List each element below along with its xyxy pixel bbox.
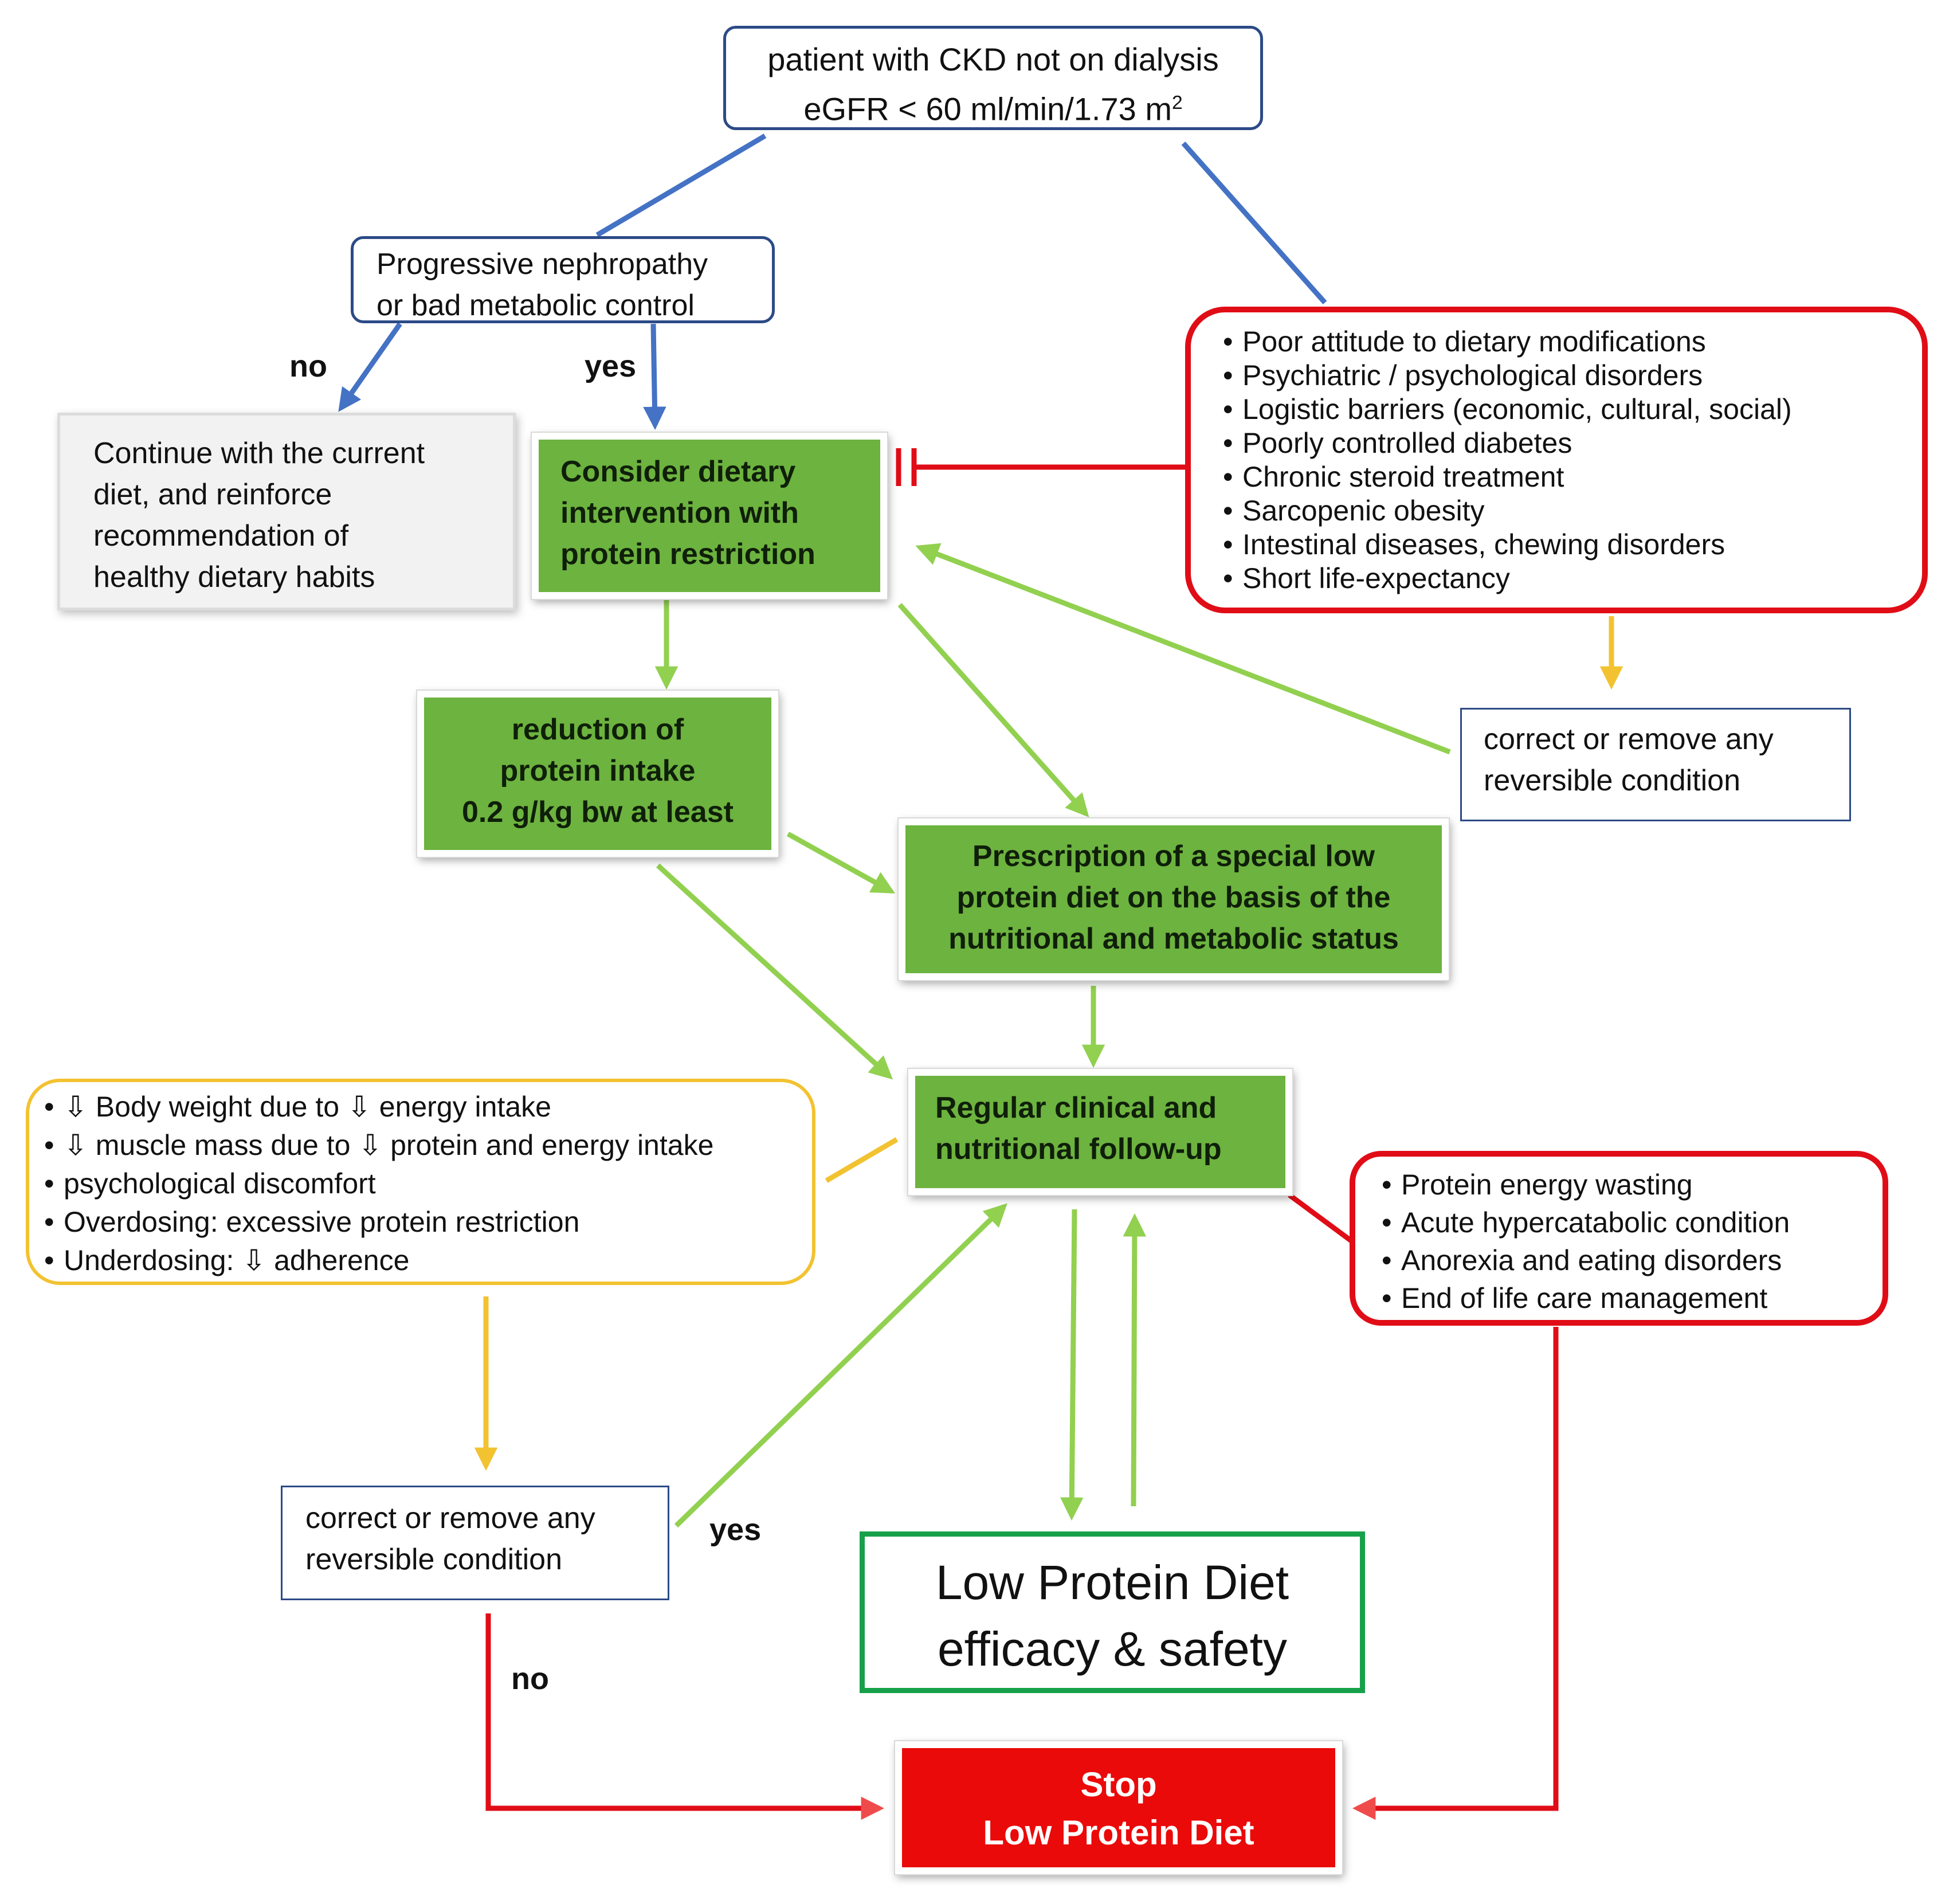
arrow-reduction-to-prescription: [786, 832, 896, 894]
barrier-item: Sarcopenic obesity: [1218, 494, 1922, 528]
followup-box: Regular clinical and nutritional follow-…: [907, 1068, 1293, 1196]
lpd-line-1: Low Protein Diet: [935, 1556, 1289, 1609]
problems-list: ⇩ Body weight due to ⇩ energy intake ⇩ m…: [40, 1088, 812, 1280]
continue-line-2: diet, and reinforce: [93, 478, 332, 511]
barrier-item: Intestinal diseases, chewing disorders: [1218, 528, 1922, 562]
start-box: patient with CKD not on dialysis eGFR < …: [723, 26, 1263, 130]
barrier-item: Poorly controlled diabetes: [1218, 426, 1922, 460]
continue-diet-box: Continue with the current diet, and rein…: [57, 413, 516, 610]
arrow-lpd-to-followup: [1123, 1213, 1147, 1507]
problem-item: ⇩ Body weight due to ⇩ energy intake: [40, 1088, 812, 1126]
continue-line-4: healthy dietary habits: [93, 561, 375, 594]
barrier-item: Poor attitude to dietary modifications: [1218, 325, 1922, 359]
barrier-item: Logistic barriers (economic, cultural, s…: [1218, 393, 1922, 426]
connector-start-to-barriers: [1181, 142, 1327, 304]
arrow-reduction-to-followup: [656, 863, 893, 1080]
wasting-item: End of life care management: [1377, 1279, 1883, 1317]
barriers-box: Poor attitude to dietary modifications P…: [1185, 307, 1928, 613]
connector-followup-to-wasting: [1288, 1193, 1353, 1243]
reduction-line-3: 0.2 g/kg bw at least: [462, 796, 734, 829]
start-egfr-sup: 2: [1171, 92, 1183, 113]
consider-line-3: protein restriction: [560, 538, 815, 571]
start-egfr: eGFR < 60 ml/min/1.73 m: [803, 91, 1172, 127]
correct-top-box: correct or remove any reversible conditi…: [1460, 708, 1851, 821]
arrow-followup-to-lpd: [1060, 1209, 1084, 1521]
lpd-line-2: efficacy & safety: [937, 1622, 1288, 1676]
lpd-outcome-box: Low Protein Diet efficacy & safety: [860, 1531, 1365, 1693]
connector-start-to-progressive: [595, 134, 767, 237]
label-no-bottom: no: [511, 1662, 549, 1696]
barrier-item: Psychiatric / psychological disorders: [1218, 359, 1922, 393]
consider-box: Consider dietary intervention with prote…: [531, 432, 888, 600]
wasting-list: Protein energy wasting Acute hypercatabo…: [1377, 1166, 1883, 1317]
problems-box: ⇩ Body weight due to ⇩ energy intake ⇩ m…: [26, 1079, 815, 1285]
progressive-box: Progressive nephropathy or bad metabolic…: [351, 236, 775, 323]
start-line-1: patient with CKD not on dialysis: [767, 41, 1219, 77]
followup-line-1: Regular clinical and: [935, 1091, 1217, 1125]
arrow-correct-to-consider: [915, 543, 1451, 755]
progressive-line-1: Progressive nephropathy: [377, 248, 708, 281]
progressive-line-2: or bad metabolic control: [377, 289, 695, 322]
arrow-consider-to-prescription: [897, 603, 1089, 818]
consider-line-1: Consider dietary: [560, 455, 796, 488]
prescription-box: Prescription of a special low protein di…: [897, 817, 1450, 981]
label-yes-bottom: yes: [709, 1513, 762, 1547]
wasting-item: Protein energy wasting: [1377, 1166, 1883, 1204]
arrow-wasting-to-stop: [1352, 1327, 1559, 1820]
prescription-line-1: Prescription of a special low: [972, 840, 1375, 873]
reduction-box: reduction of protein intake 0.2 g/kg bw …: [416, 689, 779, 858]
arrow-progressive-no: [338, 322, 402, 412]
label-yes-top: yes: [585, 349, 637, 383]
stop-box: Stop Low Protein Diet: [894, 1740, 1343, 1875]
continue-line-3: recommendation of: [93, 519, 349, 553]
followup-line-2: nutritional follow-up: [935, 1133, 1222, 1166]
arrow-correct-no-to-stop: [485, 1613, 885, 1820]
connector-followup-to-problems: [825, 1137, 899, 1183]
correct-top-line-2: reversible condition: [1484, 764, 1741, 797]
start-line-2: eGFR < 60 ml/min/1.73 m2: [726, 81, 1260, 131]
problem-item: Overdosing: excessive protein restrictio…: [40, 1203, 812, 1241]
stop-line-1: Stop: [1080, 1765, 1157, 1804]
problem-item: psychological discomfort: [40, 1165, 812, 1203]
prescription-line-2: protein diet on the basis of the: [956, 881, 1391, 914]
correct-bottom-line-1: correct or remove any: [305, 1502, 595, 1535]
arrow-progressive-yes: [643, 323, 666, 430]
correct-bottom-line-2: reversible condition: [305, 1543, 563, 1576]
problem-item: Underdosing: ⇩ adherence: [40, 1241, 812, 1280]
problem-item: ⇩ muscle mass due to ⇩ protein and energ…: [40, 1126, 812, 1165]
correct-bottom-box: correct or remove any reversible conditi…: [281, 1486, 669, 1600]
barrier-item: Short life-expectancy: [1218, 562, 1922, 596]
prescription-line-3: nutritional and metabolic status: [948, 922, 1399, 955]
barrier-item: Chronic steroid treatment: [1218, 460, 1922, 494]
wasting-item: Acute hypercatabolic condition: [1377, 1204, 1883, 1241]
reduction-line-2: protein intake: [500, 754, 696, 788]
reduction-line-1: reduction of: [511, 713, 684, 746]
wasting-box: Protein energy wasting Acute hypercatabo…: [1350, 1151, 1888, 1326]
correct-top-line-1: correct or remove any: [1484, 723, 1774, 756]
consider-line-2: intervention with: [560, 496, 799, 530]
arrow-correct-yes-to-followup: [674, 1203, 1007, 1528]
continue-line-1: Continue with the current: [93, 437, 425, 470]
label-no-top: no: [289, 349, 327, 383]
stop-line-2: Low Protein Diet: [983, 1813, 1254, 1852]
barriers-list: Poor attitude to dietary modifications P…: [1218, 325, 1922, 596]
wasting-item: Anorexia and eating disorders: [1377, 1241, 1883, 1279]
